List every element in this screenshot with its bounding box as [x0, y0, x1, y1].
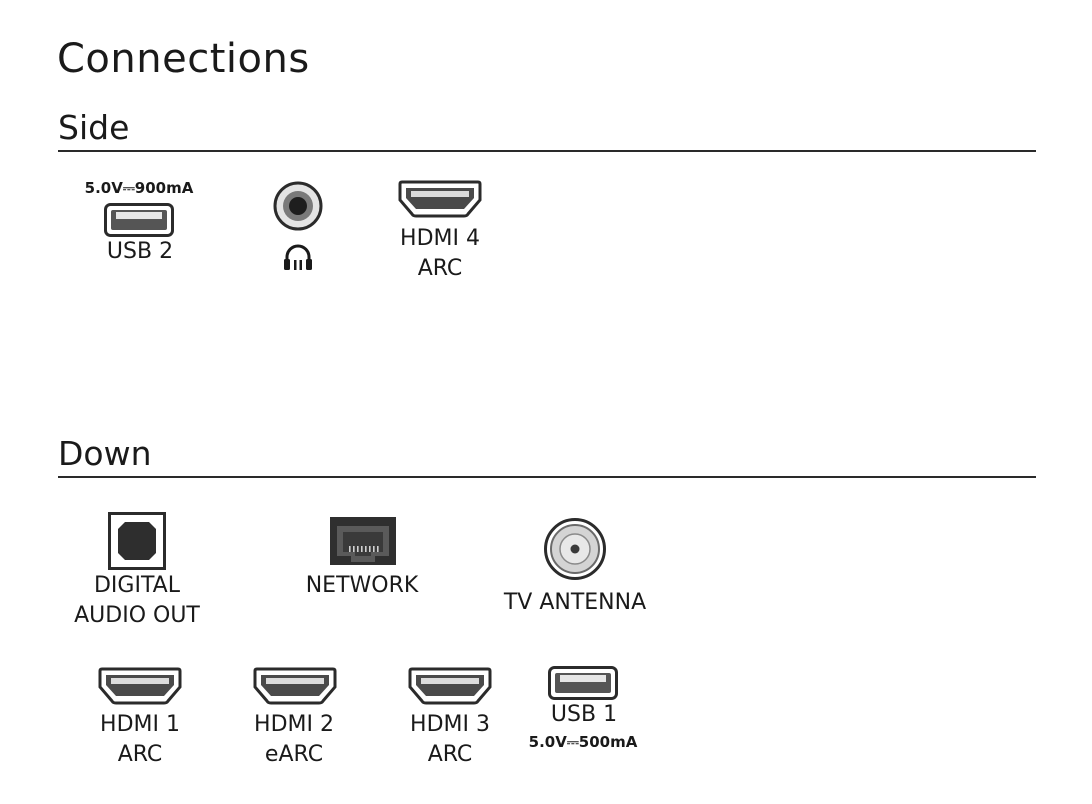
hdmi1-line2: ARC: [117, 742, 163, 767]
section-divider-side: [58, 150, 1036, 152]
section-divider-down: [58, 476, 1036, 478]
optical-line2: AUDIO OUT: [74, 603, 200, 628]
usb1-spec: 5.0V⎓500mA: [528, 733, 638, 751]
hdmi2-line2: eARC: [264, 742, 324, 767]
hdmi1-line1: HDMI 1: [100, 712, 180, 737]
hdmi3-line1: HDMI 3: [410, 712, 490, 737]
usb2-spec: 5.0V⎓900mA: [84, 179, 194, 197]
usb-port-icon: [548, 666, 618, 700]
headphone-jack-icon: [273, 181, 323, 231]
hdmi4-label: HDMI 4 ARC: [400, 224, 480, 284]
antenna-port-icon: [544, 518, 606, 580]
hdmi3-label: HDMI 3 ARC: [410, 710, 490, 770]
optical-port-icon: [108, 512, 166, 570]
hdmi4-line1: HDMI 4: [400, 226, 480, 251]
usb-port-icon: [104, 203, 174, 237]
section-heading-side: Side: [58, 108, 130, 147]
optical-label: DIGITAL AUDIO OUT: [74, 571, 200, 631]
ethernet-port-icon: [330, 517, 396, 565]
hdmi4-line2: ARC: [417, 256, 463, 281]
section-heading-down: Down: [58, 434, 152, 473]
usb2-label: USB 2: [106, 239, 174, 264]
hdmi-port-icon: [398, 180, 482, 218]
hdmi3-line2: ARC: [427, 742, 473, 767]
hdmi-port-icon: [408, 667, 492, 705]
usb1-label: USB 1: [550, 702, 618, 727]
hdmi-port-icon: [98, 667, 182, 705]
hdmi1-label: HDMI 1 ARC: [100, 710, 180, 770]
hdmi2-line1: HDMI 2: [254, 712, 334, 737]
hdmi2-label: HDMI 2 eARC: [254, 710, 334, 770]
page-title: Connections: [57, 36, 310, 82]
antenna-label: TV ANTENNA: [503, 590, 647, 615]
optical-line1: DIGITAL: [93, 573, 180, 598]
hdmi-port-icon: [253, 667, 337, 705]
headphone-icon: [284, 244, 312, 270]
network-label: NETWORK: [305, 573, 419, 598]
